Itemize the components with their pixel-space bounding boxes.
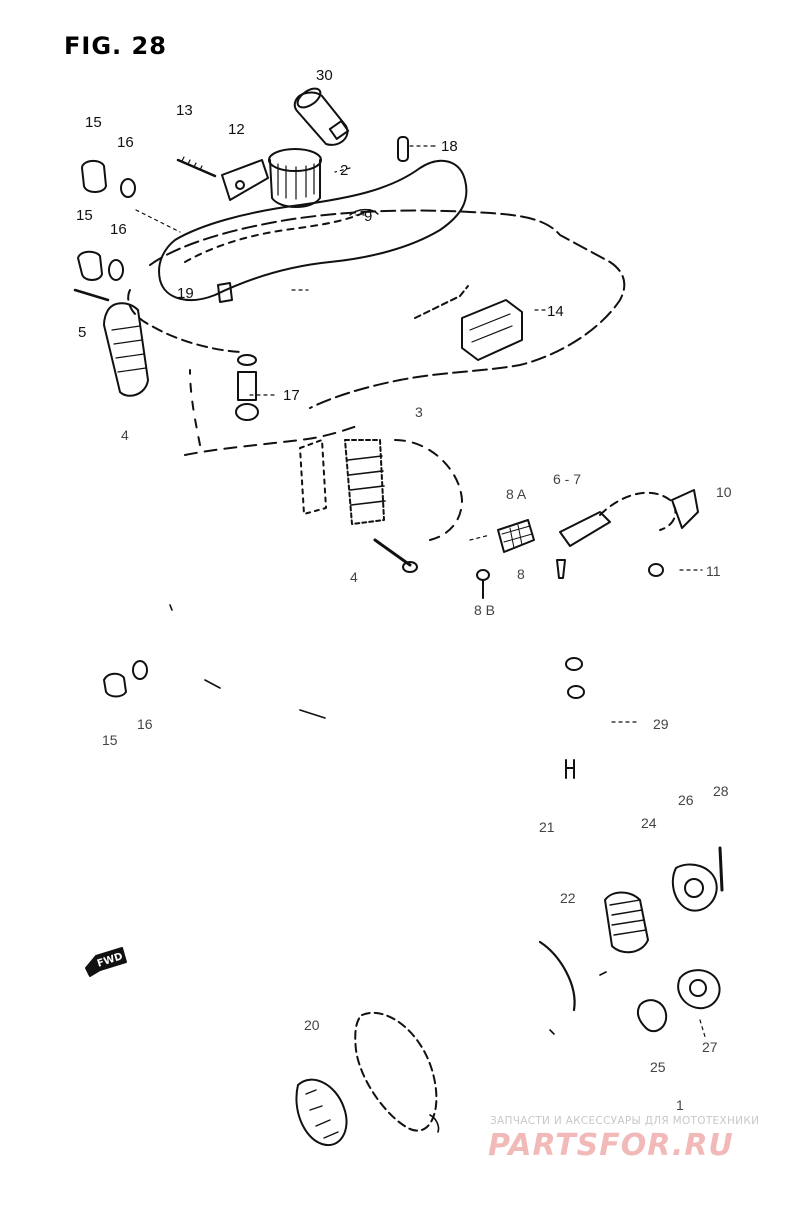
callout-20: 20 xyxy=(304,1017,320,1033)
part-8a-mesh xyxy=(497,519,535,553)
part-18-pin xyxy=(397,136,409,162)
part-27-nut xyxy=(677,969,721,1010)
figure-title: FIG. 28 xyxy=(64,32,167,60)
part-17-bolt xyxy=(237,371,257,401)
part-26-bearing xyxy=(671,863,718,912)
part-16-washer-mid xyxy=(108,259,124,281)
part-12-bracket xyxy=(221,159,269,201)
callout-15: 15 xyxy=(85,114,102,131)
part-25-washer xyxy=(637,999,668,1033)
callout-2: 2 xyxy=(340,162,349,179)
drive-shaft-housing xyxy=(149,209,626,409)
callout-5: 5 xyxy=(78,324,87,341)
part-20-seal xyxy=(295,1078,348,1147)
callout-4: 4 xyxy=(350,569,358,585)
callout-28: 28 xyxy=(713,783,729,799)
part-10-lever xyxy=(671,489,699,529)
part-4-bolt xyxy=(373,538,412,567)
part-6-7-link xyxy=(559,511,611,547)
part-15-plug-top xyxy=(81,160,107,193)
callout-16: 16 xyxy=(117,134,134,151)
mounting-plate xyxy=(158,159,468,301)
callout-26: 26 xyxy=(678,792,694,808)
callout-24: 24 xyxy=(641,815,657,831)
part-2-collar xyxy=(268,148,322,172)
callout-15: 15 xyxy=(76,207,93,224)
part-15-plug-low xyxy=(103,672,127,698)
callout-8: 8 xyxy=(517,566,525,582)
callout-21: 21 xyxy=(539,819,555,835)
part-15-plug-mid xyxy=(77,250,103,281)
callout-13: 13 xyxy=(176,102,193,119)
callout-4: 4 xyxy=(121,427,129,443)
callout-19: 19 xyxy=(177,285,194,302)
callout-27: 27 xyxy=(702,1039,718,1055)
part-14-block xyxy=(461,299,523,361)
watermark-subtitle: ЗАПЧАСТИ И АКСЕССУАРЫ ДЛЯ МОТОТЕХНИКИ xyxy=(490,1115,760,1127)
callout-3: 3 xyxy=(415,404,423,420)
callout-6-7: 6 - 7 xyxy=(553,471,582,487)
part-3-bushing xyxy=(344,439,385,525)
part-28-pin xyxy=(718,846,724,892)
callout-30: 30 xyxy=(316,67,333,84)
callout-29: 29 xyxy=(653,716,669,732)
callout-10: 10 xyxy=(716,484,732,500)
callout-14: 14 xyxy=(547,303,564,320)
callout-1: 1 xyxy=(676,1097,684,1113)
callout-9: 9 xyxy=(364,208,373,225)
part-8b-screw xyxy=(476,569,490,581)
part-19-pin xyxy=(217,282,233,303)
callout-22: 22 xyxy=(560,890,576,906)
part-11-nut xyxy=(648,563,664,577)
part-16-washer-top xyxy=(120,178,136,198)
callout-15: 15 xyxy=(102,732,118,748)
part-23-ring xyxy=(538,940,576,1012)
callout-17: 17 xyxy=(283,387,300,404)
callout-8a: 8 A xyxy=(506,486,527,502)
callout-25: 25 xyxy=(650,1059,666,1075)
part-13-screw xyxy=(176,158,217,178)
part-22-gear xyxy=(604,891,649,954)
callout-16: 16 xyxy=(110,221,127,238)
part-5-strip xyxy=(103,302,149,397)
callout-8b: 8 B xyxy=(474,602,496,618)
watermark-logo: PARTSFOR.RU xyxy=(488,1128,734,1163)
part-30-cylinder xyxy=(293,91,349,146)
callout-18: 18 xyxy=(441,138,458,155)
callout-12: 12 xyxy=(228,121,245,138)
part-17-washer xyxy=(237,354,257,366)
callout-11: 11 xyxy=(706,563,721,579)
part-20-ring xyxy=(354,1011,438,1132)
part-29-nut xyxy=(565,657,583,671)
part-16-washer-low xyxy=(132,660,148,680)
callout-16: 16 xyxy=(137,716,153,732)
fwd-arrow xyxy=(85,947,127,977)
